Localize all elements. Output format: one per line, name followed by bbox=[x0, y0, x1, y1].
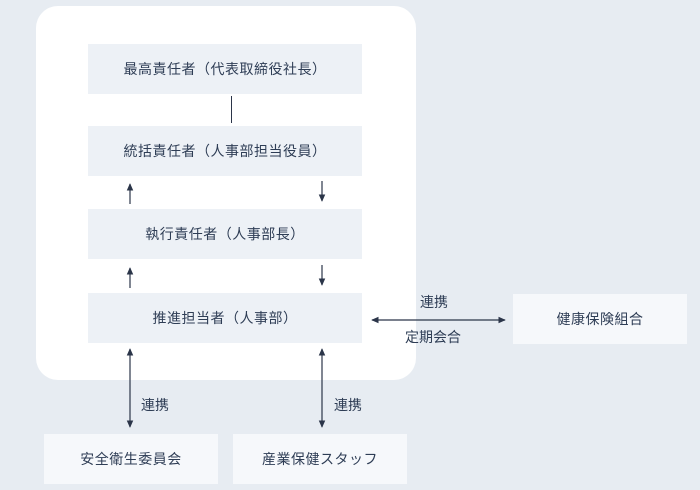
promoter-node: 推進担当者（人事部） bbox=[88, 293, 362, 343]
safety-committee-node: 安全衛生委員会 bbox=[44, 434, 218, 484]
top-to-general-connector bbox=[231, 96, 232, 123]
health-staff-node: 産業保健スタッフ bbox=[233, 434, 407, 484]
safety-link-label: 連携 bbox=[141, 398, 169, 414]
general-manager-node: 統括責任者（人事部担当役員） bbox=[88, 126, 362, 176]
top-executive-node: 最高責任者（代表取締役社長） bbox=[88, 44, 362, 94]
insurance-link-label: 連携 bbox=[420, 295, 448, 311]
insurance-meeting-label: 定期会合 bbox=[405, 330, 461, 346]
staff-link-label: 連携 bbox=[334, 398, 362, 414]
executive-manager-node: 執行責任者（人事部長） bbox=[88, 209, 362, 259]
health-insurance-node: 健康保険組合 bbox=[513, 294, 687, 344]
